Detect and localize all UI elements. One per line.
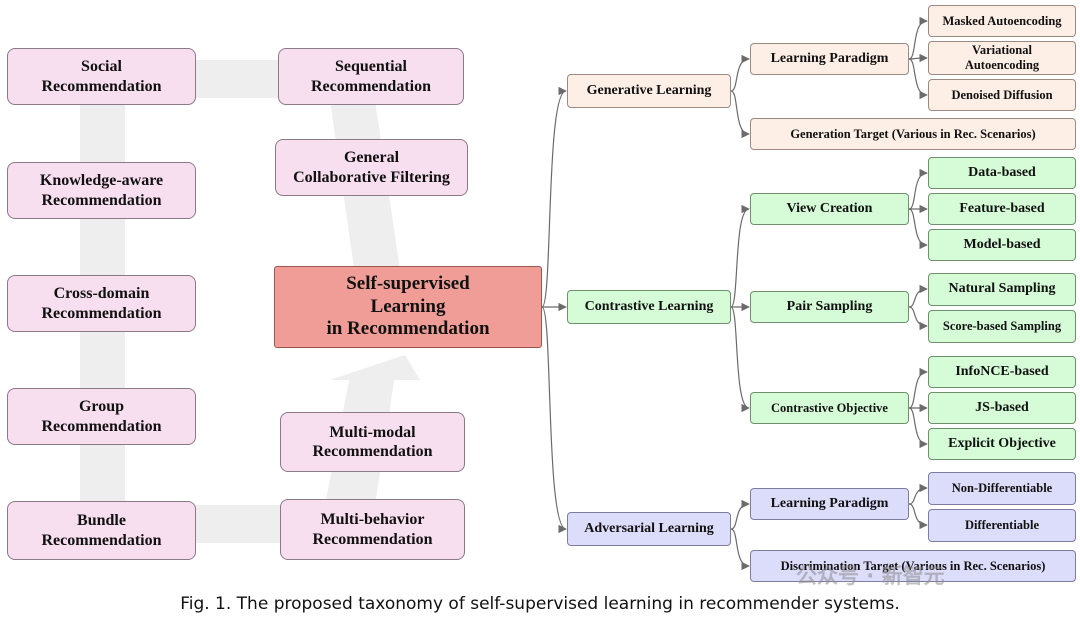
infonce-based: InfoNCE-based: [928, 356, 1076, 388]
view-creation: View Creation: [750, 193, 909, 225]
edge-generative-paradigm: [730, 54, 750, 92]
edge-gen-masked: [908, 16, 928, 60]
data-based: Data-based: [928, 157, 1076, 189]
figure-caption: Fig. 1. The proposed taxonomy of self-su…: [180, 594, 900, 614]
edge-obj-infonce: [908, 367, 928, 409]
edge-generative-target: [730, 90, 750, 139]
adversarial-learning-paradigm: Learning Paradigm: [750, 488, 909, 520]
model-based: Model-based: [928, 229, 1076, 261]
edge-pair-score: [908, 306, 928, 331]
edge-obj-explicit: [908, 407, 928, 449]
edge-contrastive-objective: [730, 306, 750, 413]
adversarial-learning: Adversarial Learning: [567, 512, 731, 546]
score-based-sampling: Score-based Sampling: [928, 310, 1076, 343]
denoised-diffusion: Denoised Diffusion: [928, 79, 1076, 111]
generative-learning: Generative Learning: [567, 74, 731, 108]
edge-adv-diff: [908, 503, 928, 530]
js-based: JS-based: [928, 392, 1076, 424]
non-differentiable: Non-Differentiable: [928, 472, 1076, 505]
edge-adversarial-target: [730, 528, 750, 571]
natural-sampling: Natural Sampling: [928, 273, 1076, 306]
contrastive-learning: Contrastive Learning: [567, 290, 731, 324]
masked-autoencoding: Masked Autoencoding: [928, 5, 1076, 37]
edge-adversarial-paradigm: [730, 499, 750, 530]
generative-learning-paradigm: Learning Paradigm: [750, 43, 909, 75]
edge-view-data: [908, 168, 928, 210]
edge-gen-diffusion: [908, 58, 928, 100]
edge-center-adversarial: [541, 306, 567, 534]
edge-adv-nondiff: [908, 483, 928, 505]
pair-sampling: Pair Sampling: [750, 291, 909, 323]
discrimination-target: Discrimination Target (Various in Rec. S…: [750, 550, 1076, 582]
differentiable: Differentiable: [928, 509, 1076, 542]
edge-pair-natural: [908, 284, 928, 308]
contrastive-objective: Contrastive Objective: [750, 392, 909, 424]
explicit-objective: Explicit Objective: [928, 428, 1076, 460]
edge-view-model: [908, 208, 928, 250]
tree-edges: [541, 16, 928, 571]
edge-center-generative: [541, 86, 567, 308]
feature-based: Feature-based: [928, 193, 1076, 225]
generation-target: Generation Target (Various in Rec. Scena…: [750, 118, 1076, 150]
edge-gen-variational: [908, 53, 928, 63]
watermark: 公众号 · 新智元: [796, 564, 945, 588]
edge-contrastive-view: [730, 204, 750, 308]
